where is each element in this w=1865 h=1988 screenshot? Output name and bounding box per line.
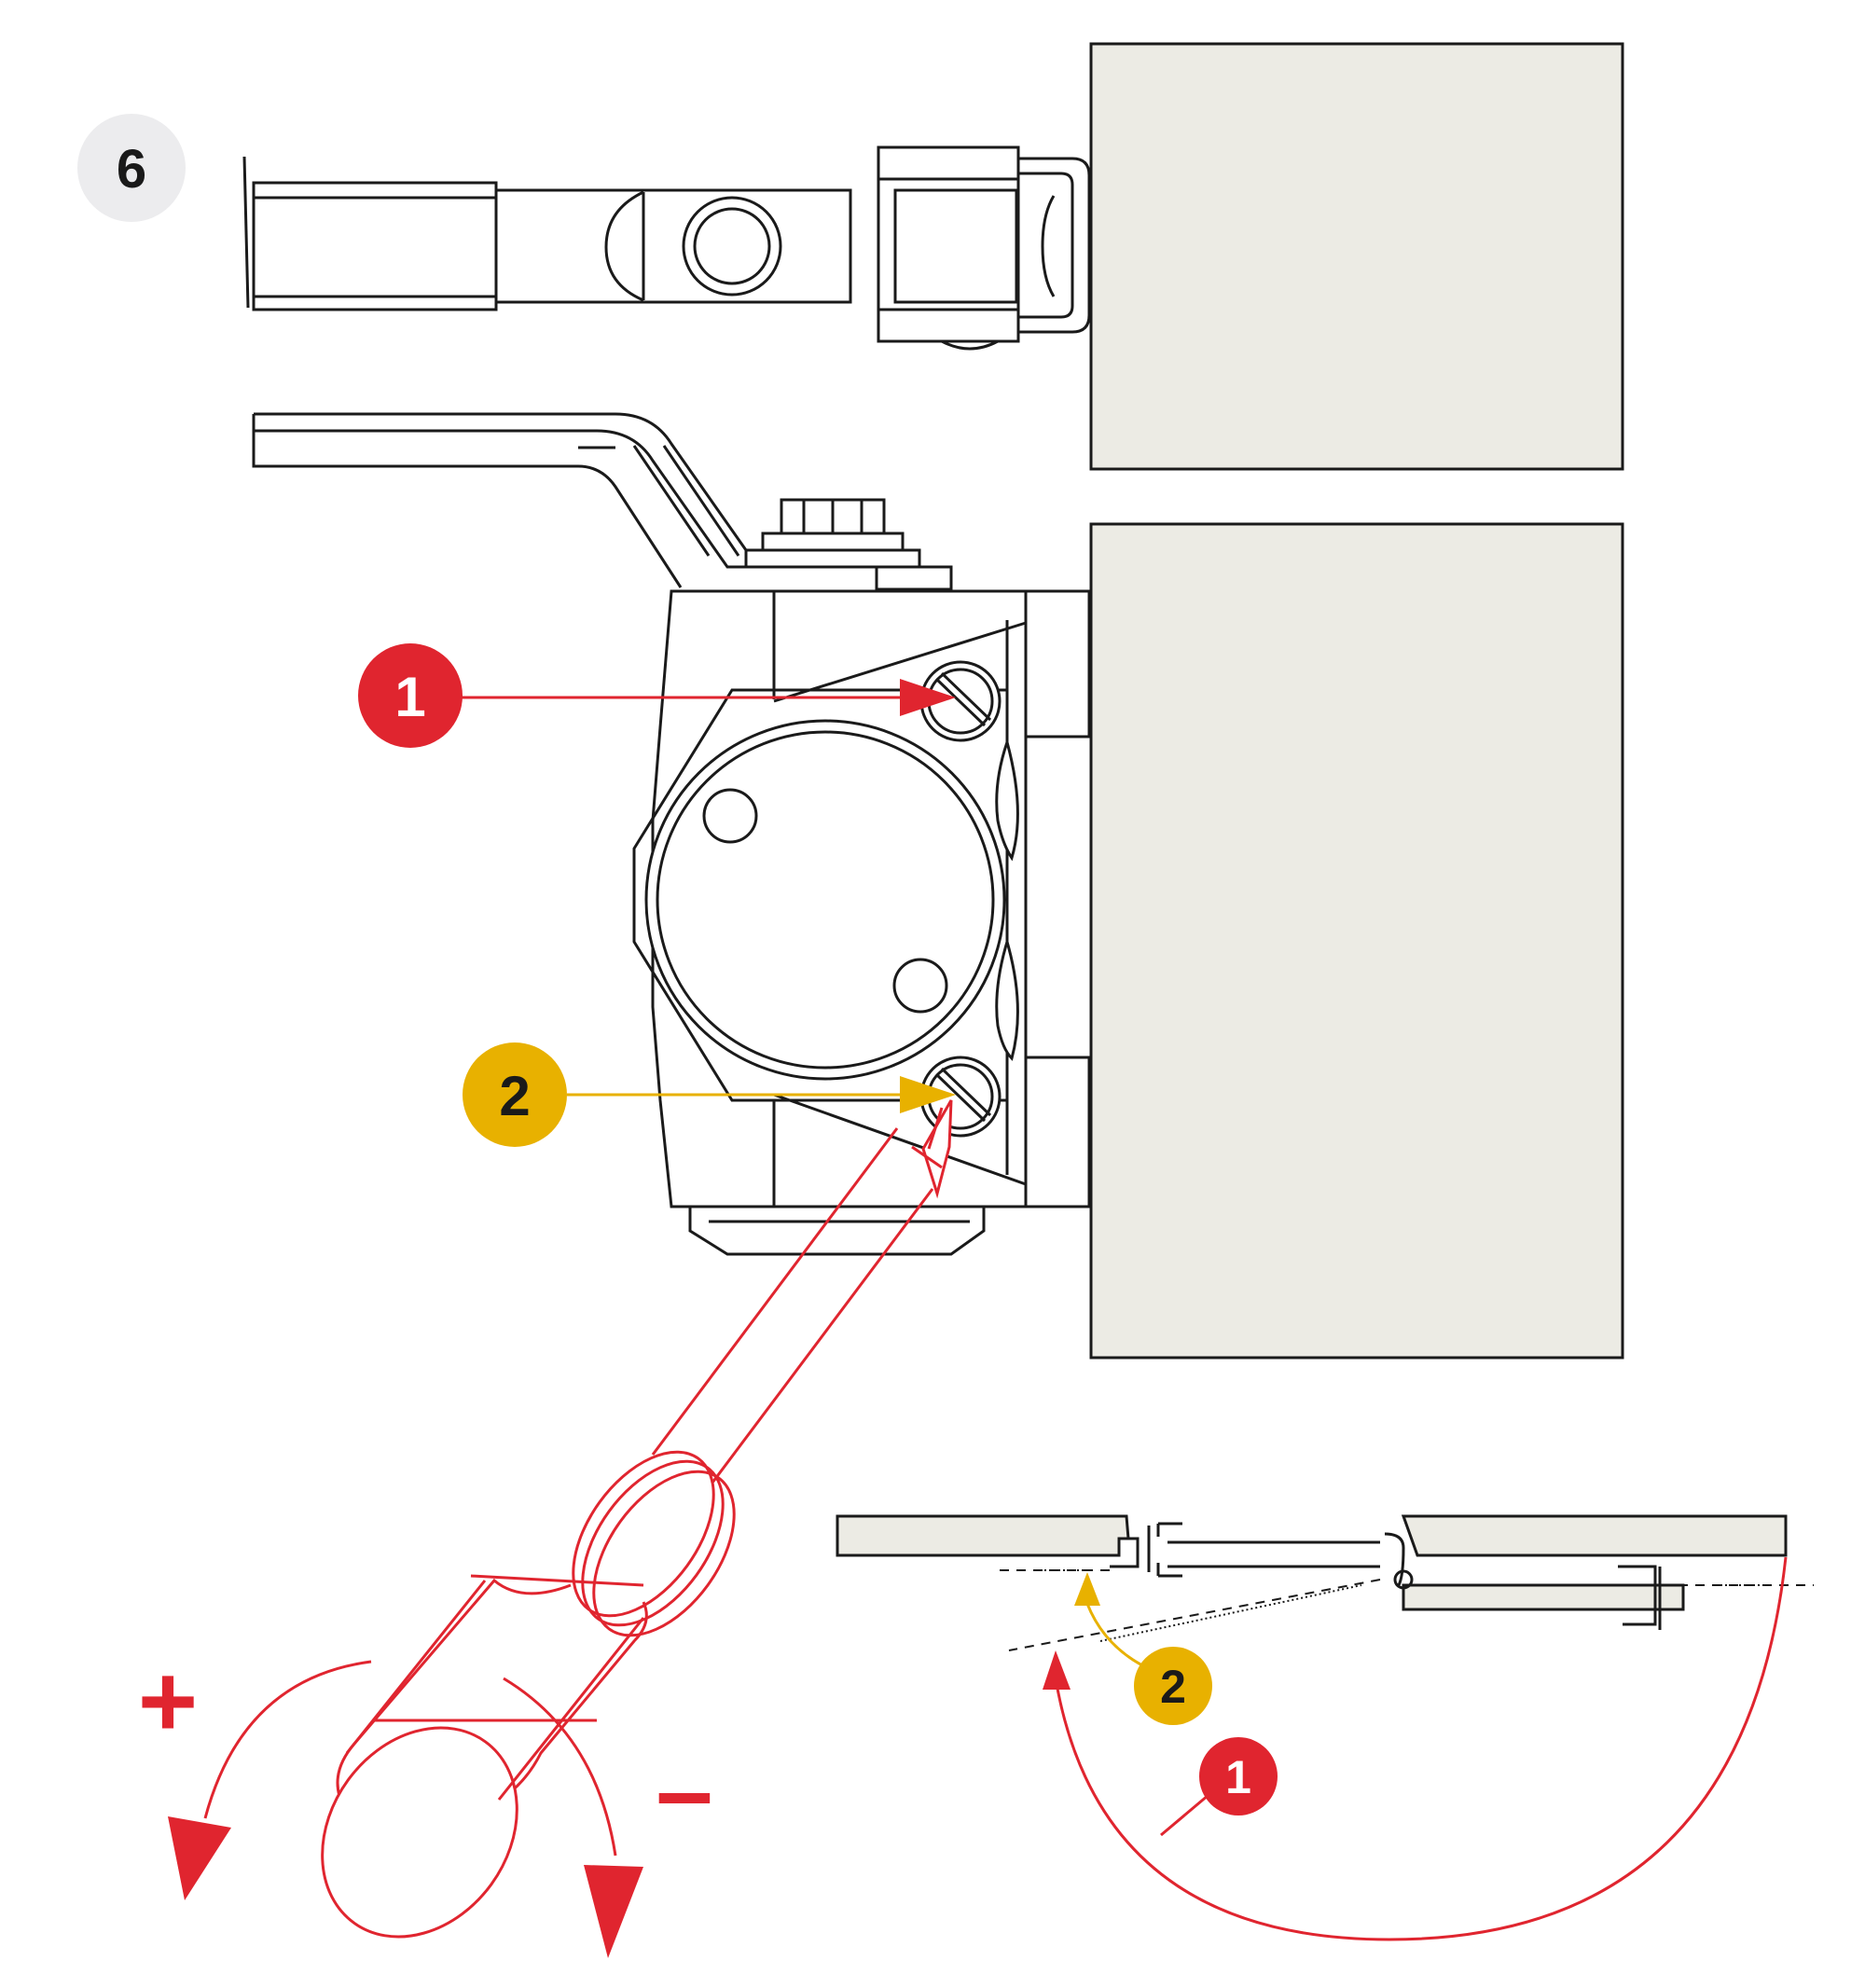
- rotation-arrows: + –: [138, 1644, 713, 1958]
- marker-closing-speed-label: 1: [1225, 1751, 1251, 1803]
- door-panel-lower: [1089, 522, 1624, 1360]
- marker-screw-2: 2: [463, 1042, 956, 1147]
- arm-bracket-side-view: [252, 412, 821, 588]
- screwdriver-icon: [321, 1099, 953, 1939]
- rotate-minus-symbol: –: [656, 1733, 712, 1848]
- door-panel-upper: [1089, 42, 1624, 471]
- rotate-minus-arrow-icon: [584, 1865, 643, 1958]
- step-number: 6: [117, 139, 146, 200]
- side-rollers: [995, 737, 1019, 1061]
- closer-cover: [644, 719, 1006, 1081]
- step-badge: 6: [77, 114, 186, 222]
- marker-latching-label: 2: [1160, 1661, 1186, 1713]
- rotate-plus-arrow-icon: [168, 1816, 231, 1900]
- marker-screw-1: 1: [358, 643, 956, 748]
- door-section-inset: 2 1: [836, 1514, 1814, 1941]
- hex-nut: [744, 498, 953, 591]
- adjusting-screw-upper: [919, 660, 1002, 742]
- marker-screw-2-label: 2: [499, 1065, 530, 1127]
- rotate-plus-symbol: +: [138, 1644, 198, 1759]
- marker-closing-speed: [1199, 1737, 1278, 1815]
- marker-screw-1-label: 1: [394, 666, 425, 728]
- marker-latching: [1134, 1647, 1212, 1725]
- arm-assembly-top-view: [242, 145, 1091, 351]
